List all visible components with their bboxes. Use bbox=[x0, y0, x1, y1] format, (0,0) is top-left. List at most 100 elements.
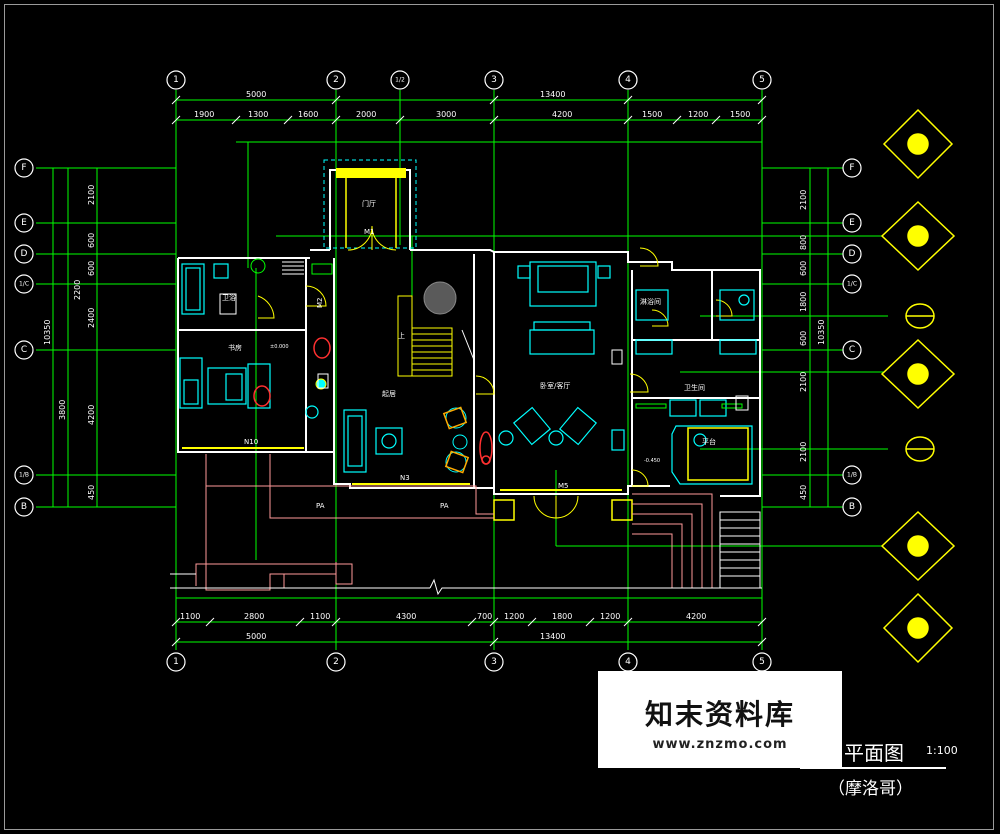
grid-label-left-1c: 1/C bbox=[19, 281, 29, 288]
grid-label-bottom-4: 4 bbox=[625, 657, 631, 667]
dim-right-inner: 800 bbox=[799, 235, 808, 250]
dim-bottom-seg: 1200 bbox=[504, 612, 524, 621]
dim-bottom-seg: 1100 bbox=[180, 612, 200, 621]
dim-bottom-seg: 2800 bbox=[244, 612, 264, 621]
room-label-living: 起居 bbox=[382, 390, 396, 398]
mark-elev-1: ±0.000 bbox=[270, 344, 289, 350]
plan-marks: M1 M2 N10 N3 M5 PA PA ±0.000 -0.450 上 bbox=[244, 228, 660, 510]
symbol-diamond-4 bbox=[880, 510, 956, 582]
room-label-shower: 淋浴间 bbox=[640, 297, 661, 306]
grid-label-left-c: C bbox=[21, 345, 27, 355]
mark-up: 上 bbox=[398, 331, 405, 340]
title-underline bbox=[800, 767, 946, 769]
walls bbox=[177, 169, 761, 497]
room-label-study: 书房 bbox=[228, 343, 242, 352]
grid-lines bbox=[36, 90, 888, 650]
grid-label-top-2: 2 bbox=[333, 75, 339, 85]
dim-right-inner: 600 bbox=[799, 261, 808, 276]
room-label-bath: 卫浴 bbox=[222, 293, 236, 302]
dim-top-seg: 1200 bbox=[688, 110, 708, 119]
grid-label-left-b: B bbox=[21, 502, 27, 512]
room-label-foyer: 门厅 bbox=[362, 199, 376, 208]
dim-left-mid: 3800 bbox=[58, 400, 67, 420]
room-label-terrace: 平台 bbox=[702, 437, 716, 446]
grid-label-bottom-3: 3 bbox=[491, 657, 497, 667]
dim-left-inner: 2200 bbox=[73, 280, 82, 300]
drawing-subtitle: （摩洛哥） bbox=[828, 779, 913, 799]
watermark-url: www.znzmo.com bbox=[652, 737, 788, 752]
dim-bottom-seg: 700 bbox=[477, 612, 492, 621]
grid-label-bottom-1: 1 bbox=[173, 657, 179, 667]
grid-label-right-f: F bbox=[849, 163, 854, 173]
mark-n10: N10 bbox=[244, 438, 258, 446]
dim-top-seg: 1300 bbox=[248, 110, 268, 119]
watermark-name: 知末资料库 bbox=[644, 698, 795, 731]
dim-bottom-seg: 1100 bbox=[310, 612, 330, 621]
symbol-diamond-2 bbox=[880, 200, 956, 272]
dim-right-inner: 2100 bbox=[799, 372, 808, 392]
mark-m1: M1 bbox=[364, 228, 375, 236]
mark-n3: N3 bbox=[400, 474, 410, 482]
dim-right-inner: 2100 bbox=[799, 190, 808, 210]
grid-label-right-d: D bbox=[849, 249, 856, 259]
grid-label-right-e: E bbox=[849, 218, 855, 228]
grid-label-bottom-5: 5 bbox=[759, 657, 765, 667]
grid-label-right-c: C bbox=[849, 345, 855, 355]
dim-bottom-total-a: 5000 bbox=[246, 632, 266, 641]
grid-label-top-3: 3 bbox=[491, 75, 497, 85]
dim-left-inner: 600 bbox=[87, 261, 96, 276]
grid-label-left-f: F bbox=[21, 163, 26, 173]
dim-top-seg: 1900 bbox=[194, 110, 214, 119]
dim-top-total-b: 13400 bbox=[540, 90, 565, 99]
room-label-bedroom: 卧室/客厅 bbox=[540, 381, 570, 390]
grid-label-top-5: 5 bbox=[759, 75, 765, 85]
mark-m2: M2 bbox=[316, 298, 324, 309]
dim-bottom-seg: 1200 bbox=[600, 612, 620, 621]
dim-top-seg: 1500 bbox=[642, 110, 662, 119]
grid-label-left-1b: 1/B bbox=[19, 472, 29, 479]
grid-label-left-d: D bbox=[21, 249, 28, 259]
dim-right-outer: 10350 bbox=[817, 320, 826, 345]
furniture bbox=[179, 261, 757, 485]
dim-left-inner: 450 bbox=[87, 485, 96, 500]
grid-bubbles bbox=[14, 70, 862, 672]
dim-left-outer: 10350 bbox=[43, 320, 52, 345]
grid-label-right-b: B bbox=[849, 502, 855, 512]
dim-bottom-seg: 1800 bbox=[552, 612, 572, 621]
dim-top-seg: 1500 bbox=[730, 110, 750, 119]
symbol-diamond-5 bbox=[882, 592, 954, 664]
dim-bottom-seg: 4300 bbox=[396, 612, 416, 621]
drawing-scale: 1:100 bbox=[926, 744, 958, 757]
dim-top-seg: 3000 bbox=[436, 110, 456, 119]
mark-m5: M5 bbox=[558, 482, 569, 490]
dim-right-inner: 1800 bbox=[799, 292, 808, 312]
grid-label-left-e: E bbox=[21, 218, 27, 228]
dim-right-inner: 450 bbox=[799, 485, 808, 500]
dim-left-inner: 2100 bbox=[87, 185, 96, 205]
dim-left-inner: 4200 bbox=[87, 405, 96, 425]
room-label-toilet: 卫生间 bbox=[684, 383, 705, 392]
watermark-box: 知末资料库 www.znzmo.com bbox=[598, 671, 842, 768]
dim-right-inner: 2100 bbox=[799, 442, 808, 462]
dim-left-inner: 2400 bbox=[87, 308, 96, 328]
symbol-circle-2 bbox=[905, 436, 935, 462]
mark-pa-left: PA bbox=[316, 502, 325, 510]
dim-top-seg: 4200 bbox=[552, 110, 572, 119]
dim-right-inner: 600 bbox=[799, 331, 808, 346]
grid-label-top-1: 1 bbox=[173, 75, 179, 85]
grid-label-right-1c: 1/C bbox=[847, 281, 857, 288]
symbol-diamond-3 bbox=[880, 338, 956, 410]
dim-top-seg: 1600 bbox=[298, 110, 318, 119]
symbol-diamond-1 bbox=[882, 108, 954, 180]
dim-bottom-total-b: 13400 bbox=[540, 632, 565, 641]
dim-left-inner: 600 bbox=[87, 233, 96, 248]
grid-label-right-1b: 1/B bbox=[847, 472, 857, 479]
dim-bottom-seg: 4200 bbox=[686, 612, 706, 621]
mark-pa-right: PA bbox=[440, 502, 449, 510]
stairs bbox=[397, 295, 475, 377]
symbol-circle-1 bbox=[905, 303, 935, 329]
room-labels: 门厅 卫浴 书房 起居 卧室/客厅 淋浴间 卫生间 平台 bbox=[222, 199, 716, 446]
dim-top-total-a: 5000 bbox=[246, 90, 266, 99]
